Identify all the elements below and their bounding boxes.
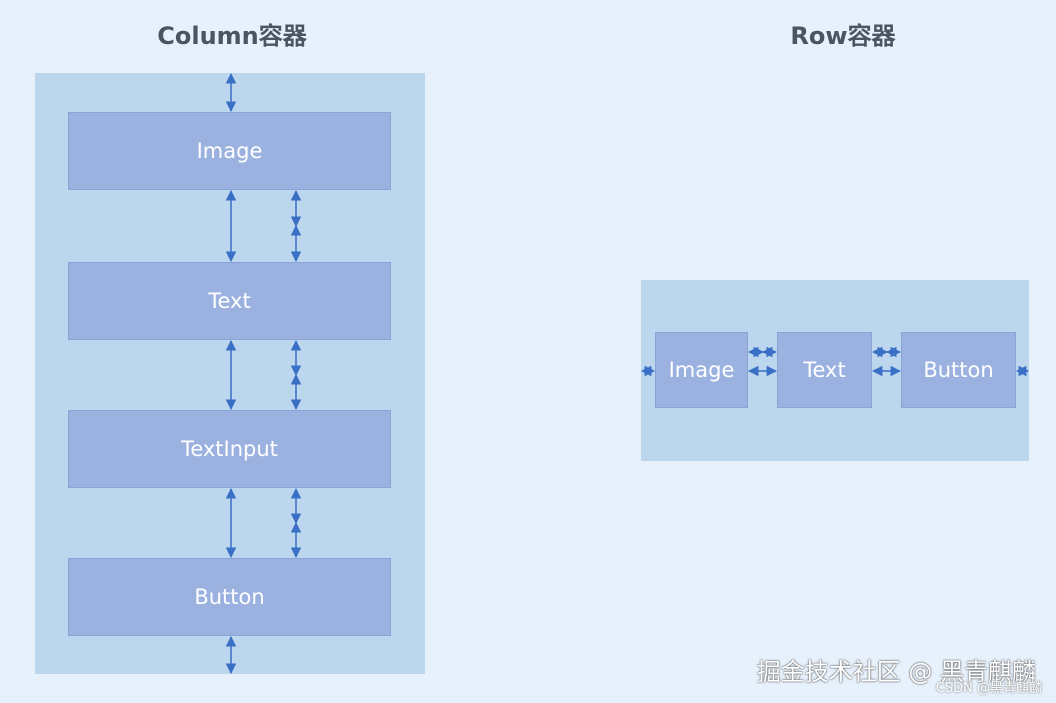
- column-child-button: Button: [68, 558, 391, 636]
- row-container-title: Row容器: [790, 22, 896, 50]
- watermark-main: 掘金技术社区 @ 黑青麒麟: [756, 658, 1036, 686]
- column-child-image: Image: [68, 112, 391, 190]
- column-child-text: Text: [68, 262, 391, 340]
- row-child-image: Image: [655, 332, 748, 408]
- watermark-sub: CSDN @黑青麒麟: [935, 681, 1042, 696]
- row-child-text: Text: [777, 332, 872, 408]
- column-child-textinput: TextInput: [68, 410, 391, 488]
- row-child-button: Button: [901, 332, 1016, 408]
- column-container-title: Column容器: [157, 22, 307, 50]
